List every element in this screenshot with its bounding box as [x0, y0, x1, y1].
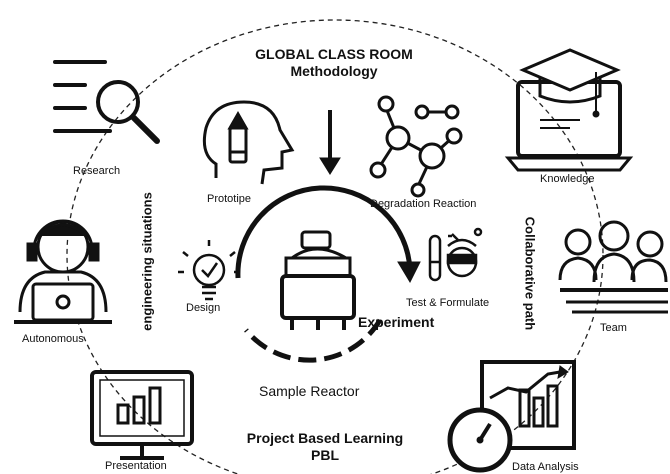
team-icon — [558, 220, 668, 314]
test-tube-icon — [428, 227, 483, 282]
pbl-title: Project Based Learning PBL — [200, 430, 450, 464]
data-analysis-icon — [447, 360, 576, 473]
molecule-icon — [369, 95, 463, 198]
lightbulb-check-icon — [178, 240, 240, 301]
title-line-1: GLOBAL CLASS ROOM — [255, 46, 413, 62]
label-knowledge: Knowledge — [540, 173, 595, 185]
methodology-title: GLOBAL CLASS ROOM Methodology — [214, 46, 454, 80]
footer-line-1: Project Based Learning — [246, 430, 404, 446]
label-presentation: Presentation — [105, 460, 167, 472]
down-arrow-icon — [319, 110, 341, 175]
magnifier-icon — [53, 60, 160, 144]
label-sample-reactor: Sample Reactor — [259, 383, 360, 399]
graduation-laptop-icon — [504, 48, 634, 172]
reactor-icon — [280, 230, 356, 330]
label-test: Test & Formulate — [406, 297, 490, 309]
bar-chart-monitor-icon — [90, 370, 194, 460]
footer-line-2: PBL — [311, 447, 339, 463]
side-label-left: engineering situations — [139, 192, 155, 331]
label-team: Team — [600, 322, 627, 334]
head-pencil-icon — [202, 100, 295, 185]
outer-cycle-ring — [66, 19, 604, 474]
title-line-2: Methodology — [290, 63, 378, 79]
student-headset-icon — [14, 219, 112, 324]
label-design: Design — [186, 302, 221, 314]
experiment-cycle — [235, 185, 421, 363]
label-research: Research — [73, 165, 121, 177]
label-experiment: Experiment — [358, 314, 435, 330]
label-autonomous: Autonomous — [22, 333, 84, 345]
label-data-analysis: Data Analysis — [512, 461, 579, 473]
label-prototype: Prototipe — [207, 193, 252, 205]
label-degradation: Degradation Reaction — [370, 198, 477, 210]
side-label-right: Collaborative path — [522, 216, 538, 331]
